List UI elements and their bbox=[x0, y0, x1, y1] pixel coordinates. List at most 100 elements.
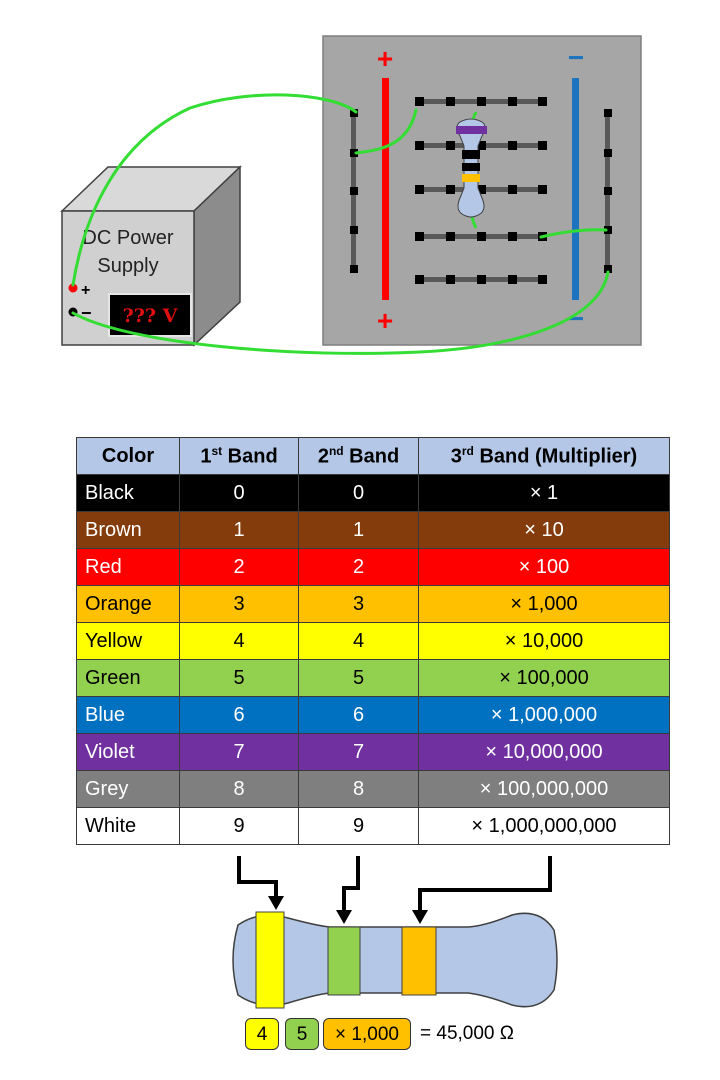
example-resistor bbox=[232, 911, 558, 1009]
hole[interactable] bbox=[604, 226, 612, 234]
cell-color-name: Green bbox=[76, 659, 180, 697]
terminal-row-1 bbox=[415, 97, 547, 106]
hole[interactable] bbox=[538, 97, 547, 106]
hole[interactable] bbox=[604, 149, 612, 157]
cell-band-2-digit: 2 bbox=[298, 548, 419, 586]
band-arrows bbox=[237, 856, 552, 924]
hole[interactable] bbox=[350, 226, 358, 234]
hole[interactable] bbox=[477, 275, 486, 284]
hole[interactable] bbox=[415, 97, 424, 106]
right-power-column bbox=[604, 109, 612, 273]
negative-terminal-label: − bbox=[81, 303, 92, 323]
example-band-2 bbox=[327, 926, 361, 996]
hole[interactable] bbox=[446, 232, 455, 241]
cell-band-1-digit: 9 bbox=[179, 807, 299, 845]
hole[interactable] bbox=[446, 275, 455, 284]
cell-multiplier: × 1,000,000,000 bbox=[418, 807, 670, 845]
cell-band-2-digit: 1 bbox=[298, 511, 419, 549]
hole[interactable] bbox=[604, 265, 612, 273]
header-band-3: 3rd Band (Multiplier) bbox=[418, 437, 670, 475]
cell-band-1-digit: 4 bbox=[179, 622, 299, 660]
header-color: Color bbox=[76, 437, 180, 475]
hole[interactable] bbox=[508, 275, 517, 284]
hole[interactable] bbox=[604, 187, 612, 195]
power-supply: DC Power Supply + − ??? V bbox=[60, 165, 242, 347]
breadboard-resistor-band bbox=[456, 126, 487, 134]
hole[interactable] bbox=[350, 109, 358, 117]
header-band-2: 2nd Band bbox=[298, 437, 419, 475]
negative-wire bbox=[71, 270, 610, 355]
cell-color-name: Red bbox=[76, 548, 180, 586]
multiplier-chip: × 1,000 bbox=[323, 1018, 411, 1050]
hole[interactable] bbox=[508, 232, 517, 241]
hole[interactable] bbox=[477, 97, 486, 106]
hole[interactable] bbox=[538, 275, 547, 284]
hole[interactable] bbox=[350, 265, 358, 273]
digit-chip-2: 5 bbox=[285, 1018, 319, 1050]
power-supply-label-line2: Supply bbox=[97, 255, 158, 277]
hole[interactable] bbox=[477, 185, 486, 194]
hole[interactable] bbox=[350, 149, 358, 157]
cell-band-1-digit: 2 bbox=[179, 548, 299, 586]
terminal-row-5 bbox=[415, 275, 547, 284]
cell-multiplier: × 10,000 bbox=[418, 622, 670, 660]
hole[interactable] bbox=[604, 109, 612, 117]
positive-terminal-label: + bbox=[81, 282, 90, 299]
hole[interactable] bbox=[446, 141, 455, 150]
hole[interactable] bbox=[415, 275, 424, 284]
negative-rail bbox=[572, 78, 579, 300]
hole[interactable] bbox=[477, 141, 486, 150]
digit-chip-1: 4 bbox=[245, 1018, 279, 1050]
cell-multiplier: × 100 bbox=[418, 548, 670, 586]
cell-color-name: Violet bbox=[76, 733, 180, 771]
cell-band-1-digit: 6 bbox=[179, 696, 299, 734]
positive-rail bbox=[382, 78, 389, 300]
hole[interactable] bbox=[508, 185, 517, 194]
hole[interactable] bbox=[446, 97, 455, 106]
hole[interactable] bbox=[508, 97, 517, 106]
jumper-wire-top bbox=[354, 108, 418, 155]
wires bbox=[71, 93, 610, 355]
cell-multiplier: × 100,000 bbox=[418, 659, 670, 697]
example-band-3 bbox=[401, 926, 437, 996]
hole[interactable] bbox=[508, 141, 517, 150]
cell-color-name: Black bbox=[76, 474, 180, 512]
hole[interactable] bbox=[350, 187, 358, 195]
breadboard-resistor-band bbox=[462, 163, 480, 171]
breadboard-resistor[interactable] bbox=[456, 111, 487, 229]
voltage-display-text: ??? V bbox=[123, 305, 179, 327]
cell-band-1-digit: 5 bbox=[179, 659, 299, 697]
positive-terminal[interactable] bbox=[68, 283, 78, 293]
hole[interactable] bbox=[538, 141, 547, 150]
hole[interactable] bbox=[415, 232, 424, 241]
hole[interactable] bbox=[415, 141, 424, 150]
cell-band-2-digit: 4 bbox=[298, 622, 419, 660]
hole[interactable] bbox=[538, 185, 547, 194]
terminal-row-3 bbox=[415, 185, 547, 194]
cell-color-name: Orange bbox=[76, 585, 180, 623]
cell-multiplier: × 1,000 bbox=[418, 585, 670, 623]
cell-multiplier: × 1,000,000 bbox=[418, 696, 670, 734]
cell-band-2-digit: 8 bbox=[298, 770, 419, 808]
hole[interactable] bbox=[477, 232, 486, 241]
cell-multiplier: × 100,000,000 bbox=[418, 770, 670, 808]
breadboard-resistor-band bbox=[462, 174, 480, 182]
cell-color-name: White bbox=[76, 807, 180, 845]
hole[interactable] bbox=[415, 185, 424, 194]
cell-color-name: Blue bbox=[76, 696, 180, 734]
breadboard: + + − − bbox=[322, 35, 642, 346]
example-band-1 bbox=[255, 911, 285, 1009]
cell-band-1-digit: 8 bbox=[179, 770, 299, 808]
hole[interactable] bbox=[446, 185, 455, 194]
cell-color-name: Brown bbox=[76, 511, 180, 549]
cell-band-2-digit: 7 bbox=[298, 733, 419, 771]
cell-band-1-digit: 1 bbox=[179, 511, 299, 549]
